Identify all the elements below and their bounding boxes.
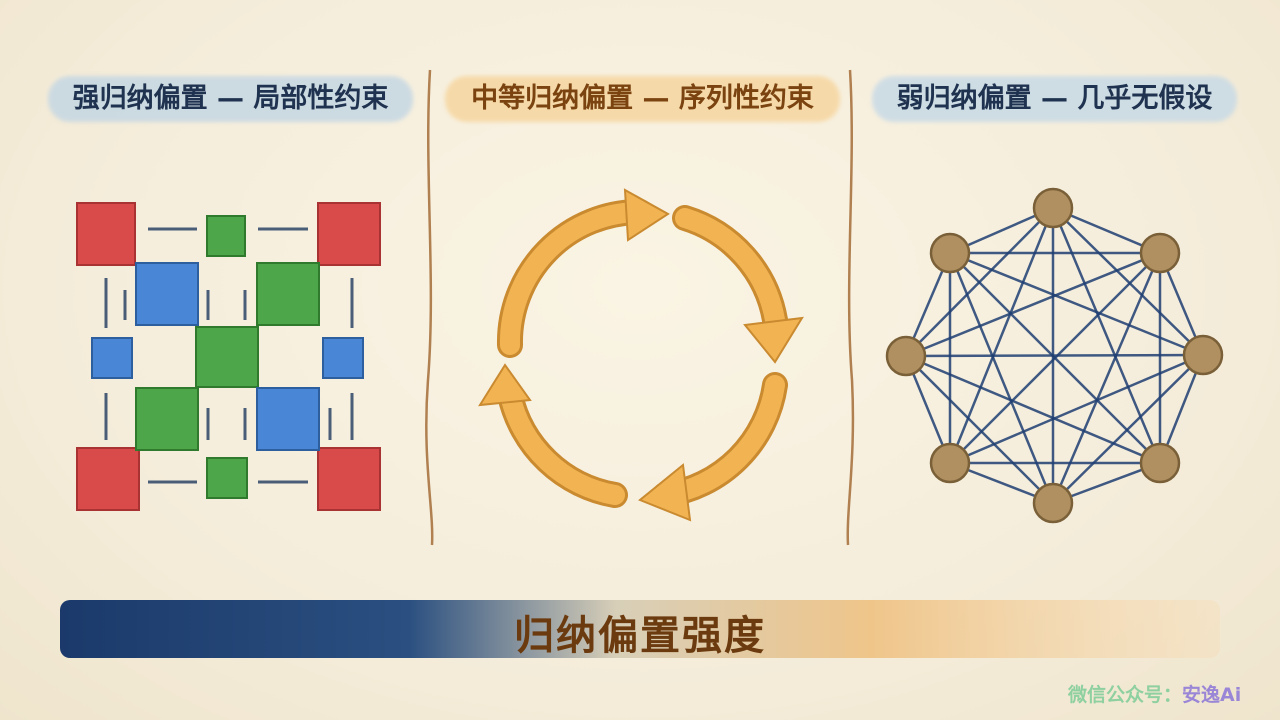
divider-right	[846, 69, 855, 546]
graph-edge	[905, 354, 1161, 465]
graph-node	[1139, 442, 1181, 484]
graph-edge	[949, 353, 1204, 465]
blue-square	[135, 262, 199, 326]
graph-node	[1032, 482, 1074, 524]
graph-edge	[948, 252, 1055, 504]
graph-node	[1139, 232, 1181, 274]
graph-edge	[1052, 207, 1204, 356]
graph-edge	[905, 355, 1054, 504]
blue-square	[91, 337, 133, 379]
local-grid-diagram	[76, 202, 381, 511]
blue-square	[322, 337, 364, 379]
red-square	[76, 202, 136, 266]
watermark: 微信公众号：安逸Ai	[1068, 680, 1241, 707]
graph-edge	[949, 251, 1204, 357]
graph-edge	[905, 251, 1161, 358]
graph-node	[929, 232, 971, 274]
graph-edge	[905, 353, 1204, 358]
graph-edge	[948, 207, 1055, 464]
green-square	[195, 326, 259, 388]
green-square	[256, 262, 320, 326]
watermark-name: 安逸Ai	[1182, 684, 1242, 706]
panel-title-weak: 弱归纳偏置 — 几乎无假设	[872, 76, 1237, 122]
panel-title-strong: 强归纳偏置 — 局部性约束	[48, 76, 413, 122]
blue-square	[256, 387, 320, 451]
graph-node	[1032, 187, 1074, 229]
bar-label: 归纳偏置强度	[514, 613, 766, 659]
watermark-prefix: 微信公众号：	[1068, 684, 1183, 706]
strength-gradient-bar	[60, 600, 1220, 658]
graph-node	[929, 442, 971, 484]
fully-connected-graph	[885, 187, 1224, 524]
sequence-cycle-diagram	[478, 188, 804, 522]
green-square	[135, 387, 199, 451]
graph-edge	[1051, 207, 1162, 464]
graph-edge	[1051, 252, 1162, 504]
red-square	[317, 447, 381, 511]
red-square	[317, 202, 381, 266]
graph-edge	[1052, 354, 1204, 504]
green-square	[206, 457, 248, 499]
divider-left	[425, 69, 434, 546]
graph-edge	[949, 252, 1161, 464]
green-square	[206, 215, 246, 257]
panel-title-medium: 中等归纳偏置 — 序列性约束	[445, 76, 840, 122]
graph-node	[1182, 334, 1224, 376]
red-square	[76, 447, 140, 511]
graph-node	[885, 335, 927, 377]
